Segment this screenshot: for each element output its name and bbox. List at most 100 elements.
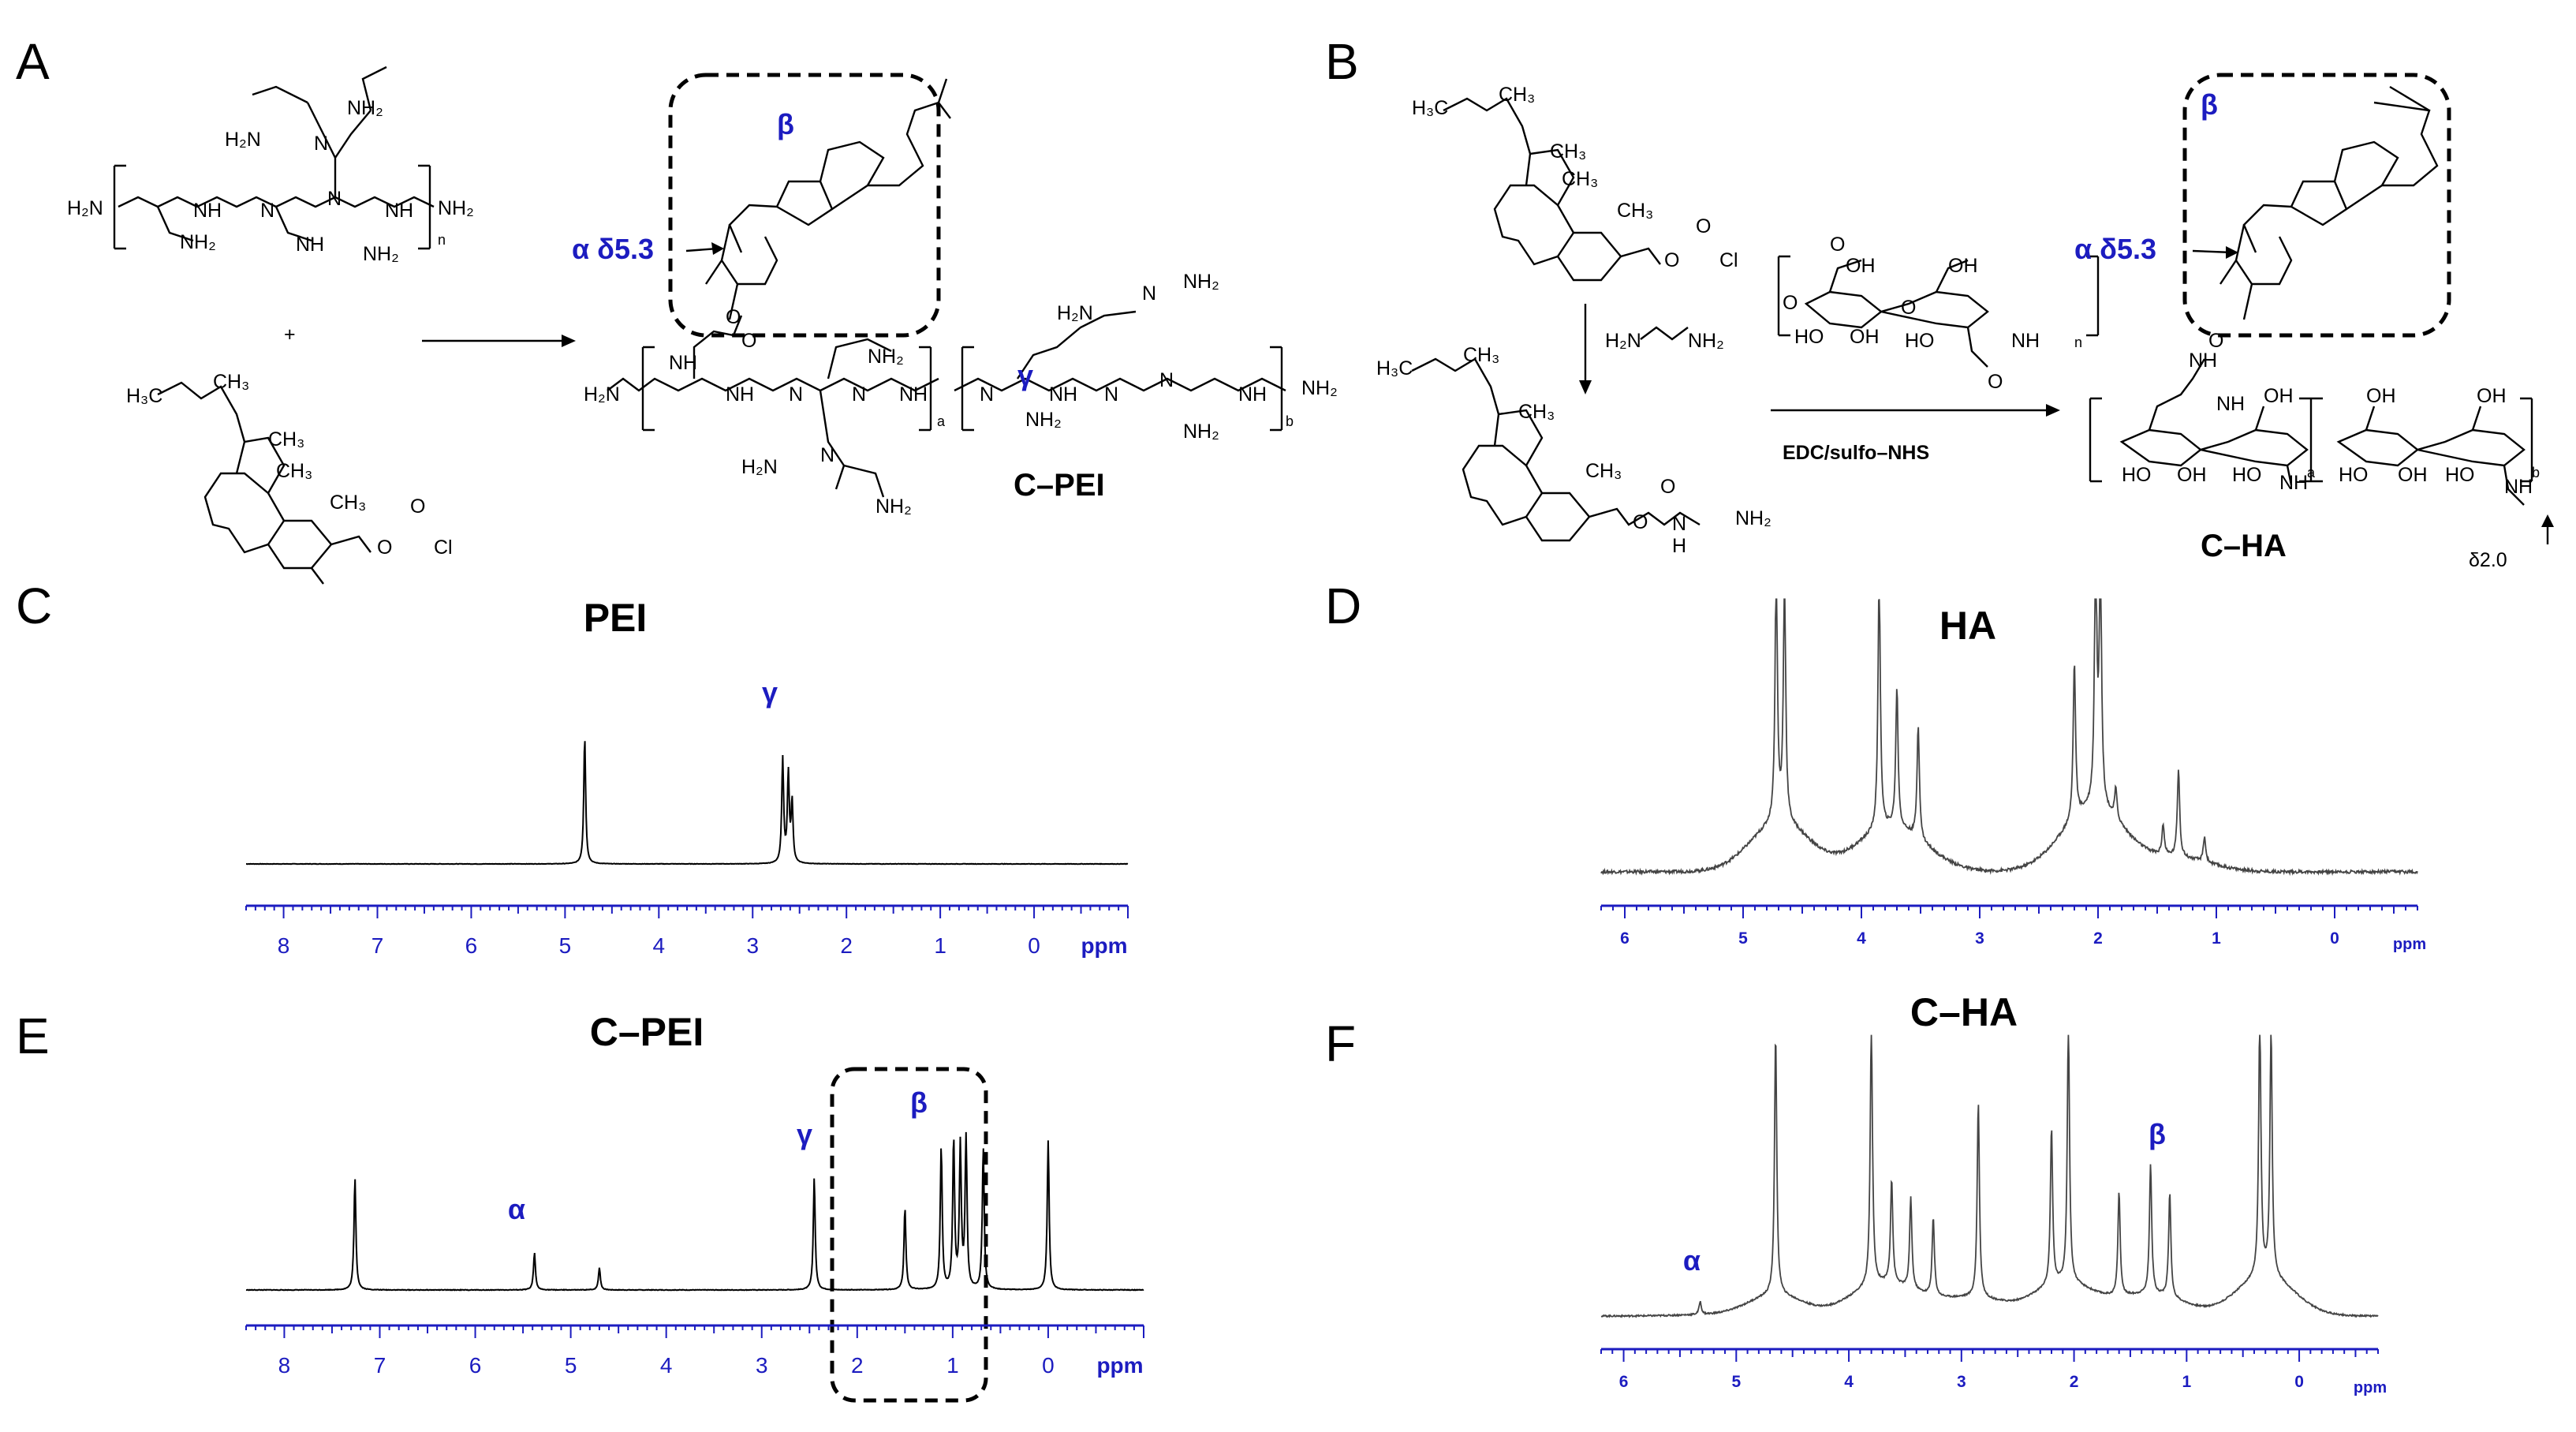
- chem-label-cl: Cl: [434, 537, 453, 559]
- chem-label-o: O: [1901, 297, 1916, 319]
- chem-label-n: N: [852, 383, 866, 406]
- chem-label-nh2: NH₂: [1301, 377, 1338, 399]
- chem-label-h2n: H₂N: [225, 129, 261, 151]
- alpha-arrow-a-head: [711, 242, 724, 255]
- chem-label-nh2: NH₂: [1735, 507, 1771, 529]
- chem-label-oh: OH: [2264, 385, 2294, 407]
- x-tick-label: 4: [1857, 929, 1866, 948]
- beta-label-a: β: [777, 108, 794, 140]
- chem-label-ch3: CH₃: [268, 428, 304, 451]
- x-tick-label: 5: [559, 933, 572, 958]
- reagent-label: EDC/sulfo–NHS: [1783, 442, 1929, 464]
- chem-label-ho: HO: [2232, 464, 2262, 486]
- chem-label-nh: NH: [2279, 472, 2308, 494]
- chem-label-nh2: NH₂: [1183, 421, 1219, 443]
- chem-label-nh: NH: [385, 200, 413, 222]
- ha-reactant-structure: [1777, 255, 2100, 368]
- chem-label-nh: NH: [296, 234, 324, 256]
- ha-reactant-labels: O O OH HO OH O OH HO NH O n: [1783, 234, 2082, 393]
- chem-label-ch3: CH₃: [1585, 460, 1622, 482]
- chem-label-ho: HO: [2122, 464, 2152, 486]
- delta-2-0-label: δ2.0: [2469, 549, 2507, 571]
- chem-label-oh: OH: [2398, 464, 2428, 486]
- chem-label-n: N: [260, 200, 274, 222]
- c-pei-labels: H₂N NH NH N N NH₂ NH O O N H₂N NH₂ a N N…: [584, 271, 1338, 518]
- chem-label-n: N: [1159, 369, 1174, 391]
- chem-label-o: O: [1783, 292, 1798, 314]
- chem-label-o: O: [1988, 371, 2003, 393]
- c-ha-labels: NH O NH OH HO OH HO NH a OH HO OH HO OH …: [2122, 330, 2540, 498]
- chem-label-nh: NH: [1049, 383, 1077, 406]
- chem-label-h2n: H₂N: [67, 197, 103, 219]
- chem-label-ch3: CH₃: [1463, 344, 1499, 366]
- x-tick-label: 6: [1620, 929, 1630, 948]
- chem-label-h: H: [1672, 535, 1686, 557]
- peak-label-alpha: α: [508, 1193, 525, 1225]
- chem-label-oh: OH: [1948, 255, 1978, 277]
- spectrum-title-ha: HA: [1939, 604, 1996, 648]
- chem-label-ch3: CH₃: [213, 371, 249, 393]
- x-tick-label: 0: [2294, 1373, 2304, 1391]
- x-tick-label: 4: [1844, 1373, 1854, 1391]
- chem-label-nh2: NH₂: [1025, 409, 1062, 431]
- chem-label-oh: OH: [2477, 385, 2507, 407]
- peak-label-beta: β: [2149, 1118, 2166, 1150]
- chem-label-n-index: n: [2074, 335, 2082, 350]
- chem-label-ho: HO: [1905, 330, 1935, 352]
- chem-label-nh2: NH₂: [868, 346, 904, 368]
- reaction-arrow-b-head: [2046, 404, 2060, 417]
- x-tick-label: 0: [2330, 929, 2339, 948]
- chem-label-o: O: [1664, 249, 1679, 271]
- chem-label-nh: NH: [193, 200, 222, 222]
- chem-label-o: O: [1660, 476, 1675, 498]
- chem-label-n: N: [327, 188, 342, 210]
- chem-label-n: N: [1104, 383, 1118, 406]
- x-axis-label: ppm: [2393, 936, 2426, 953]
- panel-letter-d: D: [1325, 578, 1361, 634]
- chem-label-cl: Cl: [1719, 249, 1738, 271]
- x-tick-label: 2: [2093, 929, 2103, 948]
- panel-letter-c: C: [16, 578, 52, 634]
- chem-label-nh2: NH₂: [1183, 271, 1219, 293]
- x-tick-label: 0: [1028, 933, 1040, 958]
- x-tick-label: 6: [1619, 1373, 1629, 1391]
- chem-label-nh2: NH₂: [1688, 330, 1724, 352]
- chem-label-nh: NH: [2011, 330, 2040, 352]
- x-tick-label: 5: [565, 1353, 577, 1378]
- peak-label-gamma: γ: [797, 1118, 812, 1150]
- pei-reactant-structure: [113, 65, 435, 250]
- x-axis-label: ppm: [1081, 933, 1127, 958]
- chem-label-ch3: CH₃: [1518, 401, 1555, 423]
- chem-label-ho: HO: [2445, 464, 2475, 486]
- chem-label-oh: OH: [2366, 385, 2396, 407]
- chem-label-ch3: CH₃: [1617, 200, 1653, 222]
- peak-label-alpha: α: [1683, 1244, 1701, 1277]
- spectrum-trace: [246, 741, 1129, 866]
- chem-label-nh2: NH₂: [875, 495, 912, 518]
- cholesteryl-moiety-b: [2219, 85, 2439, 320]
- c-ha-product-label: C–HA: [2201, 529, 2287, 563]
- chem-label-nh: NH: [2504, 476, 2533, 498]
- chem-label-nh2: NH₂: [438, 197, 474, 219]
- alpha-arrow-b: [2192, 249, 2233, 254]
- x-tick-label: 5: [1738, 929, 1748, 948]
- plus-sign: +: [284, 323, 296, 346]
- chem-label-o: O: [377, 537, 392, 559]
- chem-label-b-index: b: [1286, 413, 1294, 429]
- chem-label-o: O: [1830, 234, 1845, 256]
- delta-2-0-arrow-head: [2541, 514, 2554, 527]
- x-tick-label: 8: [278, 1353, 291, 1378]
- x-tick-label: 2: [840, 933, 853, 958]
- chem-label-o: O: [410, 495, 425, 518]
- chem-label-h3c: H₃C: [1412, 97, 1448, 119]
- x-tick-label: 7: [374, 1353, 386, 1378]
- spectrum-title-pei: PEI: [584, 596, 648, 640]
- chem-label-n: N: [980, 383, 994, 406]
- x-axis-label: ppm: [1096, 1353, 1143, 1378]
- gamma-label-a: γ: [1017, 359, 1033, 391]
- cholesteryl-amine-b: [1411, 357, 1701, 542]
- beta-region-box-b: [2182, 73, 2451, 338]
